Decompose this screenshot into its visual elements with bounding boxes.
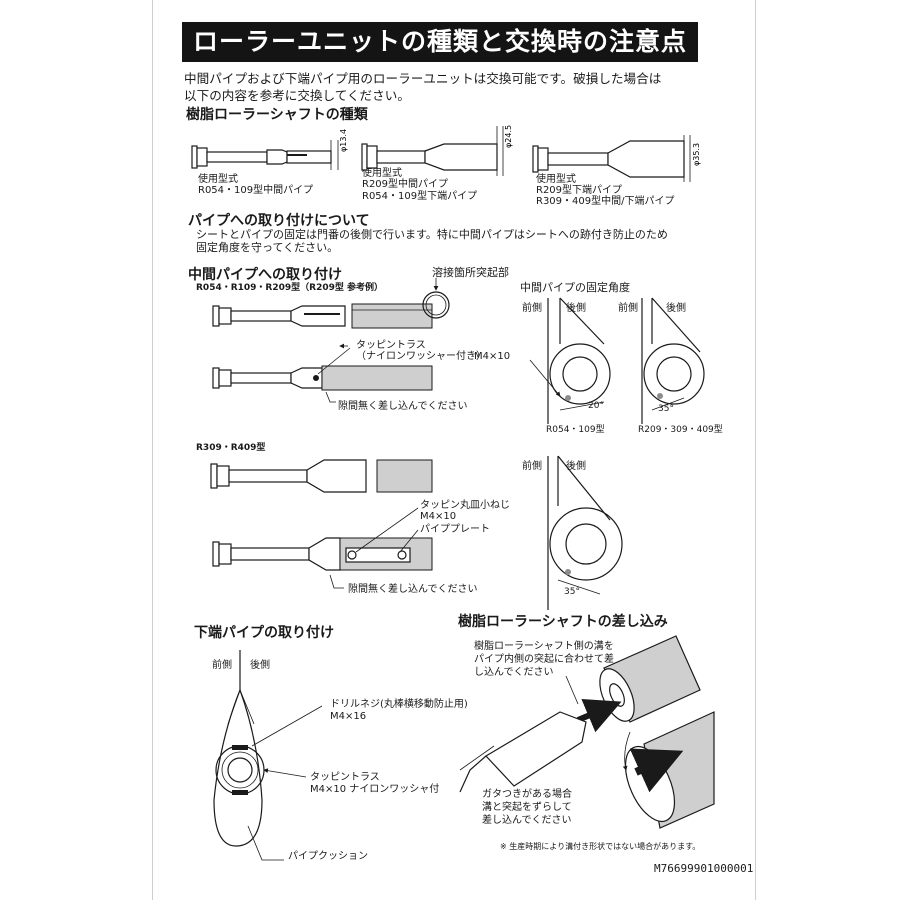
screw2-size: M4×10	[420, 511, 457, 522]
shaft-type-1-dimension: φ13.4	[339, 129, 348, 152]
shaft-types-heading: 樹脂ローラーシャフトの種類	[186, 107, 368, 123]
shaft-type-1-drawing	[191, 140, 339, 170]
truss-label: タッピントラス	[310, 772, 380, 783]
weld-ring	[422, 278, 450, 319]
bottom-back: 後側	[250, 660, 270, 671]
model-a-label: R054・109型	[546, 425, 605, 435]
angle-front-b: 前側	[618, 303, 638, 314]
drill-size: M4×16	[330, 711, 367, 722]
angle-back-c: 後側	[566, 461, 586, 472]
insertion-illustration	[459, 635, 715, 829]
cushion-label: パイプクッション	[288, 851, 368, 862]
document-code: M76699901000001	[654, 862, 754, 875]
pipe-mounting-heading: パイプへの取り付けについて	[188, 213, 370, 229]
dimension-1: φ13.4	[339, 129, 348, 152]
intro-text: 中間パイプおよび下端パイプ用のローラーユニットは交換可能です。破損した場合は 以…	[184, 70, 689, 104]
bottom-front: 前側	[212, 660, 232, 671]
shaft-type-2-model-1: R209型中間パイプ	[362, 179, 449, 190]
angle-a-text: 20°	[588, 401, 604, 411]
page-frame	[152, 0, 756, 900]
r309-step-2	[212, 507, 433, 589]
screw2-label: タッピン丸皿小ねじ	[420, 500, 510, 511]
plate-label: パイププレート	[420, 524, 490, 535]
angle-diagram-b	[641, 297, 705, 424]
screw-size: M4×10	[474, 351, 511, 362]
angle-back-b: 後側	[666, 303, 686, 314]
intro-line-1: 中間パイプおよび下端パイプ用のローラーユニットは交換可能です。破損した場合は	[184, 71, 662, 86]
shaft-type-2-drawing	[361, 126, 504, 176]
page-title: ローラーユニットの種類と交換時の注意点	[182, 22, 698, 62]
r309-subheading: R309・R409型	[196, 443, 266, 453]
middle-pipe-step-2	[212, 343, 433, 403]
dimension-3: φ35.3	[692, 143, 701, 166]
insertion-note-6: 差し込んでください	[482, 815, 572, 826]
shaft-type-1-model: R054・109型中間パイプ	[198, 185, 314, 196]
angle-heading: 中間パイプの固定角度	[520, 281, 630, 294]
angle-diagram-c	[547, 455, 623, 610]
shaft-type-3-model-2: R309・409型中間/下端パイプ	[536, 196, 675, 207]
shaft-type-3-label: 使用型式	[536, 174, 576, 185]
screw-label-2: （ナイロンワッシャー付き）	[356, 351, 486, 362]
angle-diagram-a	[529, 297, 611, 424]
r309-step-1	[210, 459, 433, 493]
middle-pipe-heading: 中間パイプへの取り付け	[188, 267, 342, 283]
insertion-note-5: 溝と突起をずらして	[482, 802, 572, 813]
bottom-pipe-drawing	[213, 650, 323, 861]
insertion-footnote: ※ 生産時期により溝付き形状ではない場合があります。	[500, 842, 701, 851]
shaft-type-3-model-1: R209型下端パイプ	[536, 185, 623, 196]
truss-size: M4×10 ナイロンワッシャ付	[310, 784, 440, 795]
gap-note-2: 隙間無く差し込んでください	[348, 584, 478, 595]
angle-c-text: 35°	[564, 587, 580, 597]
screw-label-1: タッピントラス	[356, 340, 426, 351]
insertion-note-2: パイプ内側の突起に合わせて差	[474, 654, 614, 665]
bottom-pipe-heading: 下端パイプの取り付け	[194, 625, 334, 641]
shaft-type-3-drawing	[532, 135, 691, 182]
insertion-heading: 樹脂ローラーシャフトの差し込み	[458, 614, 668, 630]
model-b-label: R209・309・409型	[638, 425, 723, 435]
angle-front-a: 前側	[522, 303, 542, 314]
angle-back-a: 後側	[566, 303, 586, 314]
shaft-type-2-label: 使用型式	[362, 168, 402, 179]
angle-front-c: 前側	[522, 461, 542, 472]
drill-label: ドリルネジ(丸棒横移動防止用)	[330, 699, 468, 710]
insertion-note-1: 樹脂ローラーシャフト側の溝を	[474, 641, 614, 652]
insertion-note-3: し込んでください	[474, 667, 554, 678]
gap-note: 隙間無く差し込んでください	[338, 401, 468, 412]
pipe-mounting-line-2: 固定角度を守ってください。	[196, 241, 339, 254]
dimension-2: φ24.5	[504, 125, 513, 148]
shaft-type-1-label: 使用型式	[198, 174, 238, 185]
angle-b-text: 35°	[658, 404, 674, 414]
weld-label: 溶接箇所突起部	[432, 266, 509, 279]
middle-pipe-step-1	[212, 303, 433, 329]
intro-line-2: 以下の内容を参考に交換してください。	[184, 88, 410, 103]
shaft-type-2-model-2: R054・109型下端パイプ	[362, 191, 478, 202]
insertion-note-4: ガタつきがある場合	[482, 789, 572, 800]
middle-pipe-subheading: R054・R109・R209型（R209型 参考例）	[196, 283, 384, 293]
pipe-mounting-line-1: シートとパイプの固定は門番の後側で行います。特に中間パイプはシートへの跡付き防止…	[196, 228, 668, 241]
